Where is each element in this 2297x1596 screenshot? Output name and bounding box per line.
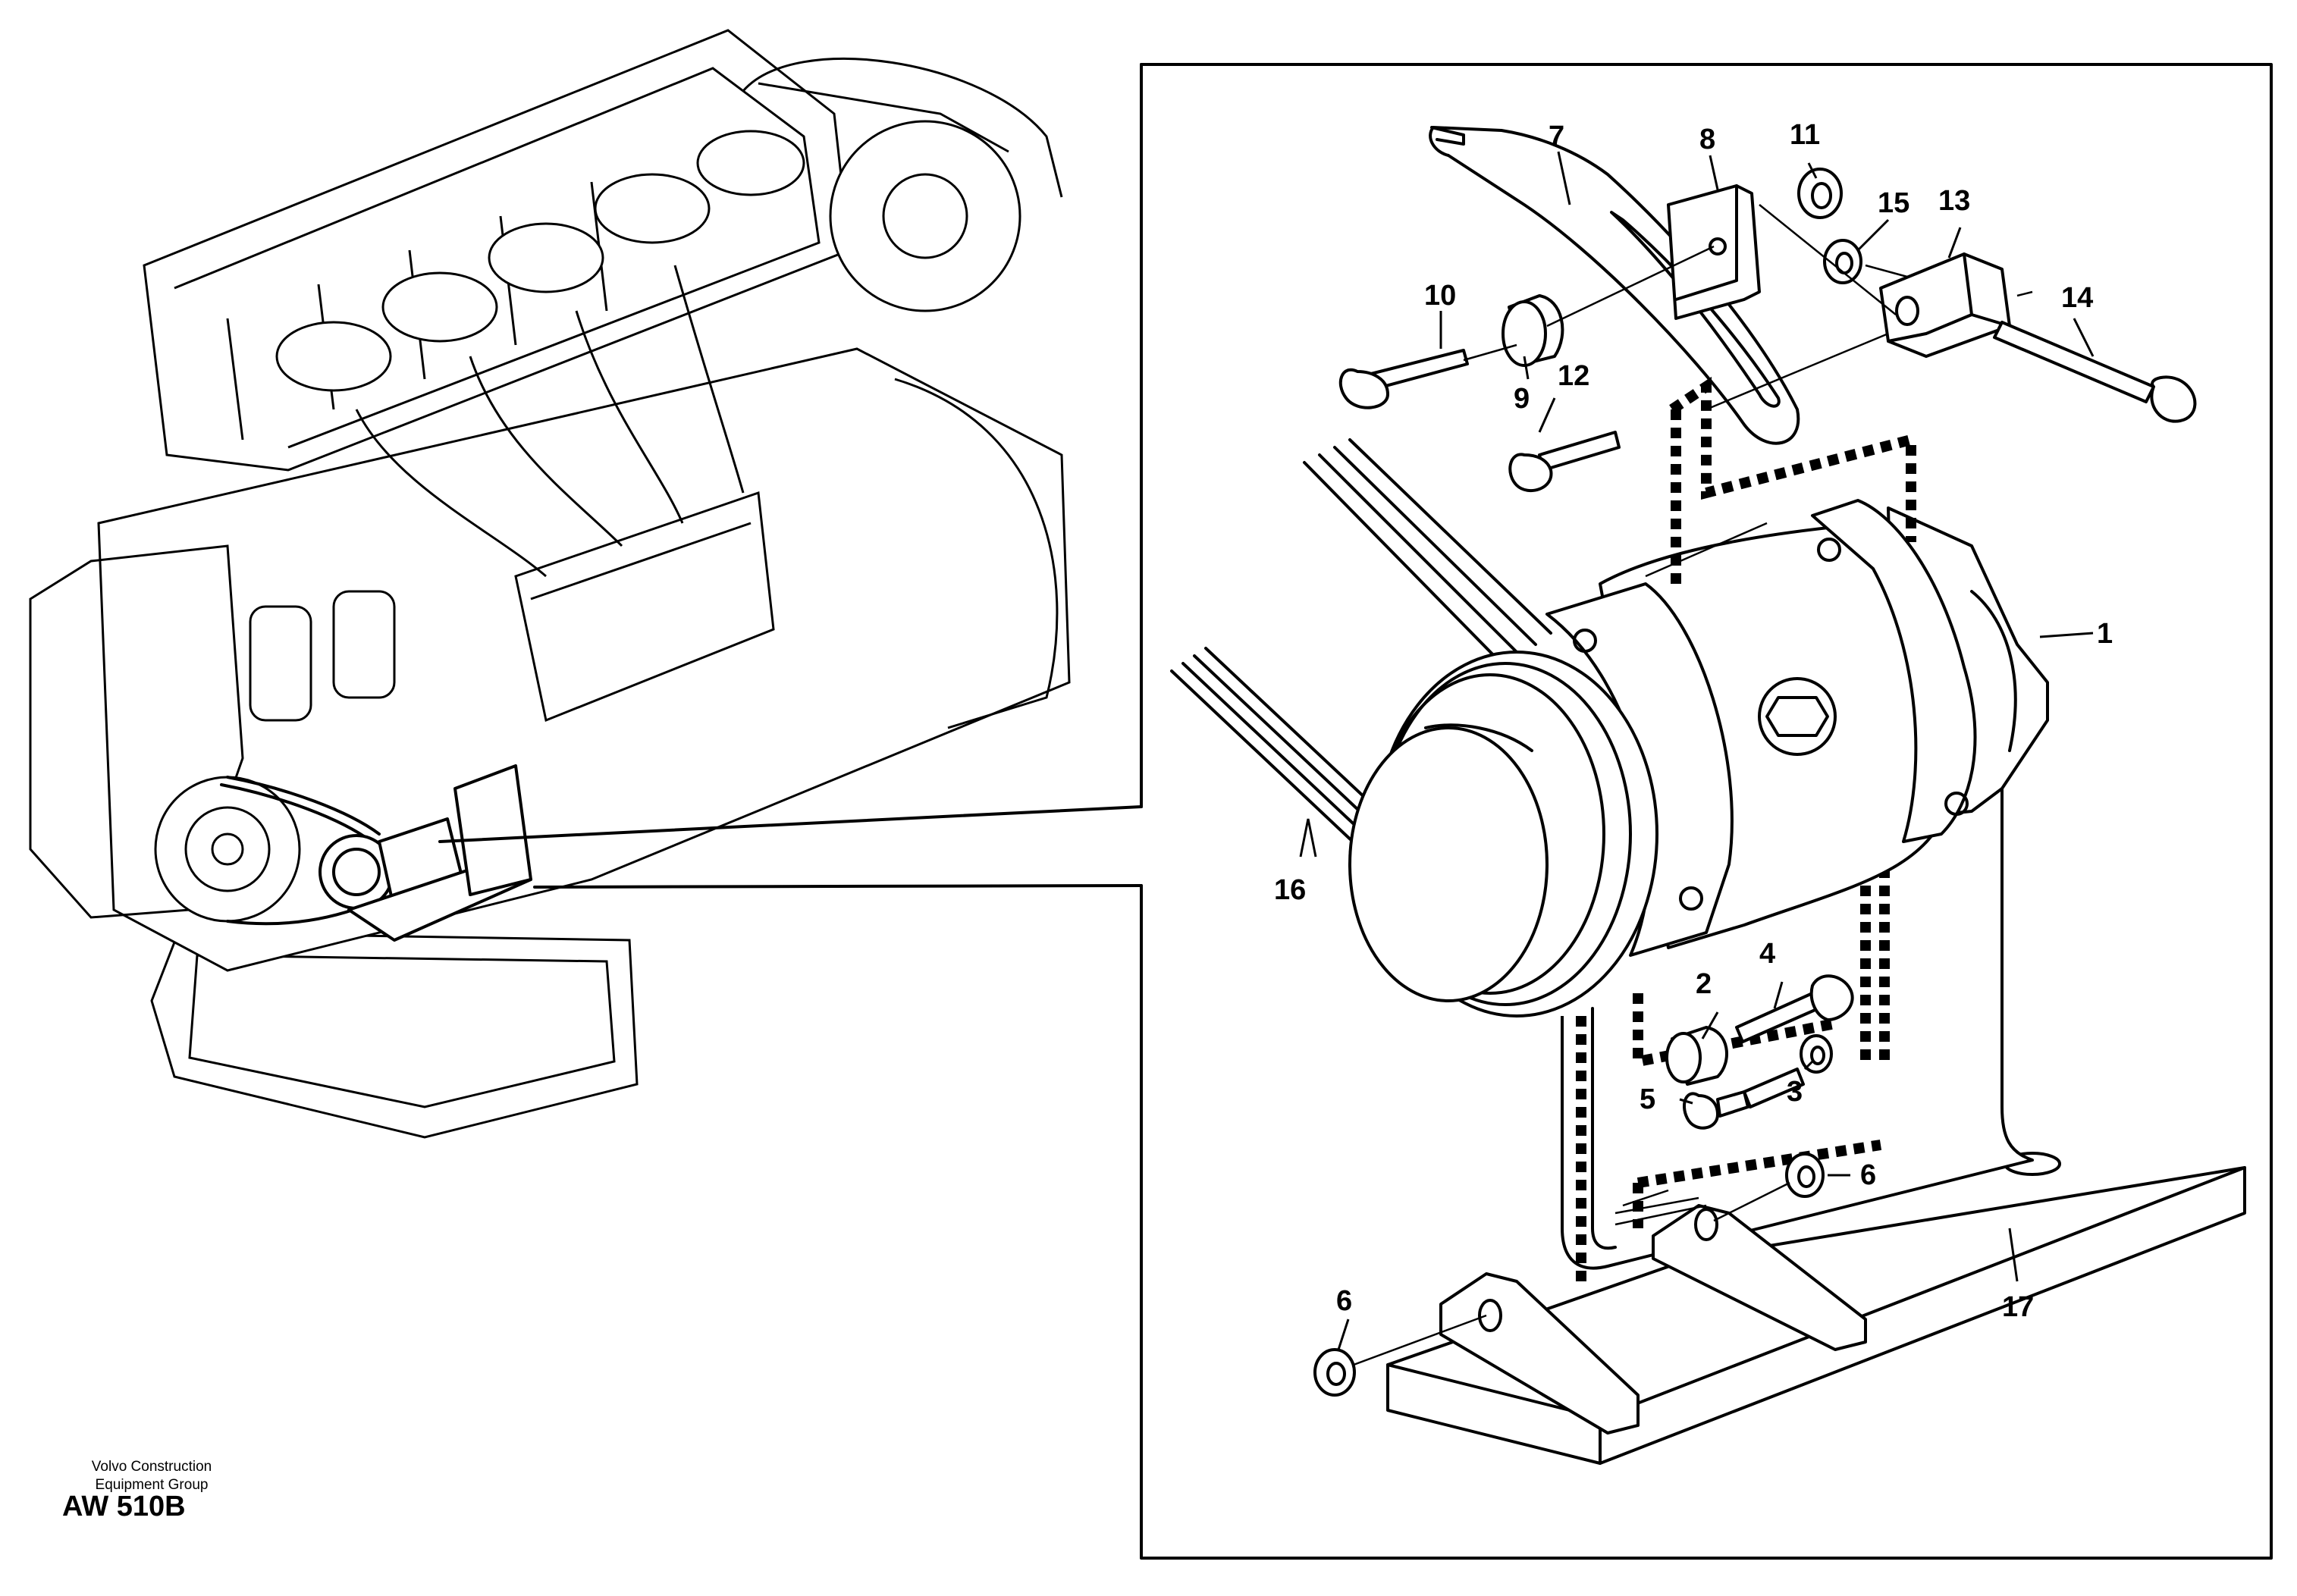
callout-8: 8	[1699, 124, 1715, 155]
callout-1: 1	[2097, 618, 2113, 650]
callout-10: 10	[1424, 280, 1456, 312]
callout-16: 16	[1274, 874, 1306, 906]
part-10-bolt	[1338, 343, 1517, 409]
part-5-bolt	[1683, 1068, 1805, 1130]
part-8-bracket	[1667, 184, 1761, 320]
publisher-line-2: Equipment Group	[95, 1477, 209, 1493]
ac-compressor	[1348, 499, 2049, 1017]
callout-17: 17	[2002, 1291, 2034, 1323]
part-9-spacer	[1502, 294, 1564, 367]
callout-6-right: 6	[1860, 1159, 1876, 1191]
zoom-connector	[438, 805, 1143, 889]
base-plate	[1386, 789, 2246, 1465]
part-3-washer	[1800, 1034, 1833, 1074]
callout-7: 7	[1549, 121, 1564, 152]
callout-2: 2	[1696, 968, 1712, 1000]
callout-3: 3	[1787, 1076, 1803, 1108]
callout-9: 9	[1514, 383, 1530, 415]
callout-6-left: 6	[1336, 1285, 1352, 1317]
part-12-bolt	[1508, 431, 1621, 493]
detail-view: 1 2 3 4 5 6 6 7 8 9 10 11 12 13 14 15 16…	[1170, 119, 2246, 1465]
part-14-bolt	[1993, 321, 2197, 423]
part-13-sleeve	[1879, 252, 2011, 358]
part-6-nut-right	[1785, 1152, 1825, 1198]
callout-13: 13	[1938, 185, 1970, 217]
callout-15: 15	[1878, 187, 1909, 219]
detail-frame	[1140, 63, 2273, 1560]
part-2-spacer	[1665, 1026, 1728, 1086]
callout-11: 11	[1790, 119, 1820, 151]
drive-belt	[1170, 438, 1552, 858]
callout-labels: 1 2 3 4 5 6 6 7 8 9 10 11 12 13 14 15 16…	[1274, 119, 2113, 1323]
callout-12: 12	[1558, 360, 1589, 392]
publisher-line-1: Volvo Construction	[91, 1459, 212, 1475]
part-6-nut-left	[1313, 1181, 1790, 1397]
callout-5: 5	[1640, 1083, 1655, 1115]
engine-overview	[29, 29, 1071, 1139]
part-11-nut	[1797, 168, 1843, 219]
callout-leaders	[1299, 151, 2095, 1350]
part-4-bolt	[1735, 974, 1854, 1043]
callout-4: 4	[1759, 938, 1775, 970]
figure-code: AW 510B	[62, 1491, 186, 1522]
callout-14: 14	[2061, 282, 2093, 314]
